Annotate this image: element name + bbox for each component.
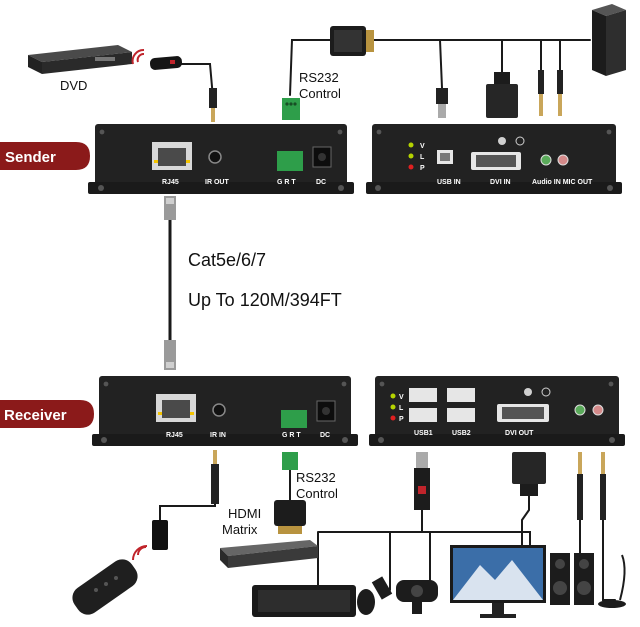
dvd-label: DVD <box>60 78 87 93</box>
sender-rear-unit <box>366 124 622 194</box>
speaker-icon <box>550 553 594 605</box>
receiver-usb1-label: USB1 <box>414 430 433 437</box>
sender-rj45-label: RJ45 <box>162 179 179 186</box>
receiver-rear-unit <box>369 376 625 446</box>
receiver-rj45-label: RJ45 <box>166 432 183 439</box>
ir-receiver-icon <box>152 520 168 550</box>
receiver-tag-label: Receiver <box>4 407 67 424</box>
ir-out-jack <box>209 88 217 122</box>
receiver-rear-p-label: P <box>399 416 404 423</box>
audio-plugs-bottom <box>577 452 606 520</box>
receiver-usb2-label: USB2 <box>452 430 471 437</box>
sender-audio-label: Audio IN MIC OUT <box>532 179 593 186</box>
dvi-plug-bottom <box>512 452 546 545</box>
cables <box>159 39 616 611</box>
sender-ir-out-label: IR OUT <box>205 179 229 186</box>
receiver-tag <box>0 400 94 428</box>
rs232-bottom-label-line2: Control <box>296 486 338 501</box>
rs232-terminal-block-top <box>282 98 300 120</box>
ir-emitter-icon <box>131 48 183 70</box>
sender-rear-l-label: L <box>420 154 425 161</box>
sender-rear-p-label: P <box>420 165 425 172</box>
sender-dvi-in-label: DVI IN <box>490 179 511 186</box>
sender-tag-label: Sender <box>5 149 56 166</box>
webcam-icon <box>396 580 438 614</box>
microphone-icon <box>598 554 626 608</box>
rs232-db9-top-connector <box>330 26 374 56</box>
sender-grt-label: G R T <box>277 179 296 186</box>
pc-tower <box>592 4 626 76</box>
cable-distance-label: Up To 120M/394FT <box>188 290 342 310</box>
rs232-top-label-line2: Control <box>299 86 341 101</box>
mouse-icon <box>357 589 375 615</box>
hdmi-matrix-device <box>220 540 318 568</box>
rj45-plug-top <box>164 196 176 220</box>
ir-in-jack <box>211 450 219 504</box>
receiver-rear-v-label: V <box>399 394 404 401</box>
rj45-plug-bottom <box>164 340 176 370</box>
receiver-ir-in-label: IR IN <box>210 432 226 439</box>
rs232-top-label-line1: RS232 <box>299 70 339 85</box>
receiver-grt-label: G R T <box>282 432 301 439</box>
rs232-db9-bottom-connector <box>274 500 306 534</box>
usb-dongle-icon <box>371 576 393 600</box>
rs232-terminal-block-bottom <box>282 452 298 470</box>
sender-rear-v-label: V <box>420 143 425 150</box>
audio-plugs-top <box>538 70 563 116</box>
sender-tag <box>0 142 90 170</box>
hdmi-matrix-label-line1: HDMI <box>228 506 261 521</box>
receiver-front-unit <box>92 376 358 446</box>
hdmi-matrix-label-line2: Matrix <box>222 522 258 537</box>
sender-usb-in-label: USB IN <box>437 179 461 186</box>
monitor-icon <box>450 545 546 618</box>
sender-dc-label: DC <box>316 179 326 186</box>
receiver-rear-l-label: L <box>399 405 404 412</box>
sender-front-unit <box>88 124 354 194</box>
cable-type-label: Cat5e/6/7 <box>188 250 266 270</box>
remote-control-icon <box>72 545 148 615</box>
dvd-player <box>28 45 132 74</box>
keyboard-icon <box>252 585 356 617</box>
receiver-dvi-out-label: DVI OUT <box>505 430 534 437</box>
usb-plug-top <box>436 88 448 118</box>
usb-plug-bottom <box>414 452 430 510</box>
receiver-dc-label: DC <box>320 432 330 439</box>
rs232-bottom-label-line1: RS232 <box>296 470 336 485</box>
dvi-plug-top <box>486 72 518 118</box>
